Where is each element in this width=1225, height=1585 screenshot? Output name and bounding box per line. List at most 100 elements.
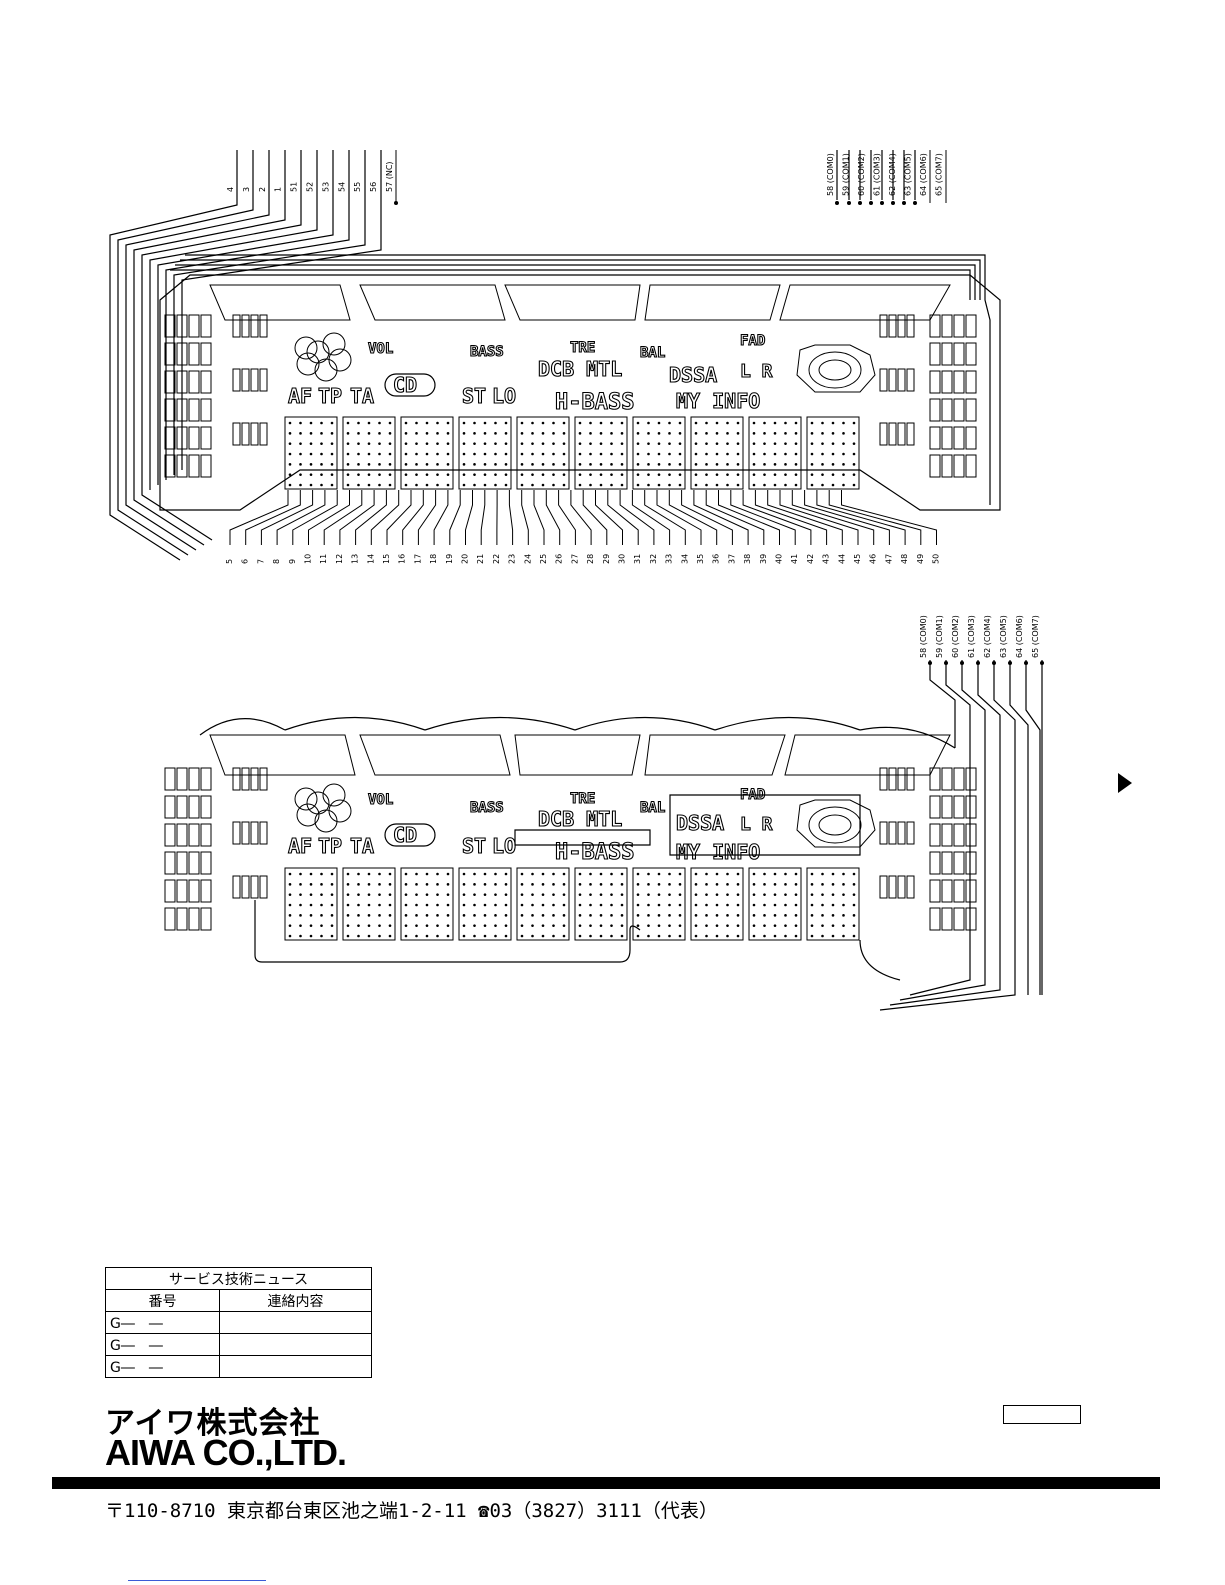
pin-label: 32 [649,554,658,564]
dcb-mtl-label: DCB MTL [538,357,622,381]
service-table-number-cell: G― ― [105,1355,220,1378]
pin-label: 51 [290,182,299,192]
ta-label: TA [350,384,374,408]
pin-label: 52 [306,182,315,192]
bass-label-2: BASS [470,800,504,816]
pin-label: 42 [806,554,815,564]
hbass-label-2: H-BASS [555,840,634,865]
pin-label: 11 [319,554,328,564]
fad-label-2: FAD [740,787,765,803]
company-address: 〒110-8710 東京都台東区池之端1-2-11 ☎03（3827）3111（… [105,1500,718,1522]
lr-label: L R [740,361,773,382]
cd-label: CD [393,373,417,397]
pin-label: 49 [916,554,925,564]
pin-label: 61 (COM3) [873,153,882,196]
pin-label: 25 [539,554,548,564]
af-label-2: AF [288,834,312,858]
pin-label: 24 [523,554,532,564]
bal-label-2: BAL [640,800,665,816]
lo-label: LO [492,384,516,408]
pin-label: 53 [321,182,330,192]
company-name-en: AIWA CO.,LTD. [105,1432,347,1473]
pin-label: 2 [258,187,267,192]
pin-label: 23 [508,554,517,564]
pin-label: 60 (COM2) [857,153,866,196]
pin-label: 16 [398,554,407,564]
service-table-number-header: 番号 [105,1289,220,1312]
dssa-label-2: DSSA [676,811,724,835]
pin-label: 63 (COM5) [999,615,1008,658]
pin-label: 46 [869,554,878,564]
company-name-jp: アイワ株式会社 [105,1406,321,1441]
pin-label: 14 [366,554,375,564]
lo-label-2: LO [492,834,516,858]
pin-label: 62 (COM4) [888,153,897,196]
af-label: AF [288,384,312,408]
lr-label-2: L R [740,814,773,835]
top-lcd-wiring-diagram: VOL BASS TRE BAL FAD AF TP TA CD ST LO D… [109,150,1001,564]
service-table-number-cell: G― ― [105,1311,220,1334]
fad-label: FAD [740,333,765,349]
pin-label: 55 [353,182,362,192]
pin-label: 7 [256,559,265,564]
tre-label-2: TRE [570,791,595,807]
pin-label: 59 (COM1) [935,615,944,658]
pin-label: 31 [633,554,642,564]
pin-label: 47 [884,554,893,564]
pin-label: 5 [225,559,234,564]
pin-label: 44 [837,554,846,564]
hbass-label: H-BASS [555,390,634,415]
pin-label: 64 (COM6) [1015,615,1024,658]
pin-label: 20 [461,554,470,564]
pin-label: 60 (COM2) [951,615,960,658]
st-label-2: ST [462,834,486,858]
pin-label: 65 (COM7) [935,153,944,196]
tre-label: TRE [570,340,595,356]
vol-label: VOL [368,341,393,357]
pin-label: 19 [445,554,454,564]
pin-label: 21 [476,554,485,564]
pin-label: 61 (COM3) [967,615,976,658]
pin-label: 48 [900,554,909,564]
pin-label: 57 (NC) [385,161,394,192]
pin-label: 4 [226,187,235,192]
vol-label-2: VOL [368,792,393,808]
pin-label: 63 (COM5) [904,153,913,196]
tp-label: TP [318,384,342,408]
pin-label: 27 [570,554,579,564]
footer-link-line [128,1580,266,1581]
service-table-title: サービス技術ニュース [105,1267,372,1290]
next-page-arrow-icon [1118,773,1132,793]
dcb-mtl-label-2: DCB MTL [538,807,622,831]
pin-label: 30 [618,554,627,564]
bottom-lcd-wiring-diagram: VOL BASS TRE BAL FAD AF TP TA CD ST LO D… [164,615,1044,1011]
pin-label: 13 [351,554,360,564]
bass-label: BASS [470,344,504,360]
service-table-content-header: 連絡内容 [219,1289,372,1312]
pin-label: 3 [242,187,251,192]
dssa-label: DSSA [669,363,717,387]
ta-label-2: TA [350,834,374,858]
pin-label: 56 [369,182,378,192]
pin-label: 58 (COM0) [826,153,835,196]
pin-label: 10 [304,554,313,564]
pin-label: 35 [696,554,705,564]
service-table-number-cell: G― ― [105,1333,220,1356]
pin-label: 45 [853,554,862,564]
pin-label: 33 [665,554,674,564]
cd-label-2: CD [393,823,417,847]
pin-label: 18 [429,554,438,564]
service-table-content-cell [219,1311,372,1334]
pin-label: 15 [382,554,391,564]
pin-label: 43 [822,554,831,564]
pin-label: 17 [413,554,422,564]
pin-label: 58 (COM0) [919,615,928,658]
pin-label: 29 [602,554,611,564]
pin-label: 22 [492,554,501,564]
myinfo-label: MY INFO [676,389,760,413]
pin-label: 28 [586,554,595,564]
pin-label: 12 [335,554,344,564]
pin-label: 26 [555,554,564,564]
pin-label: 6 [241,559,250,564]
st-label: ST [462,384,486,408]
